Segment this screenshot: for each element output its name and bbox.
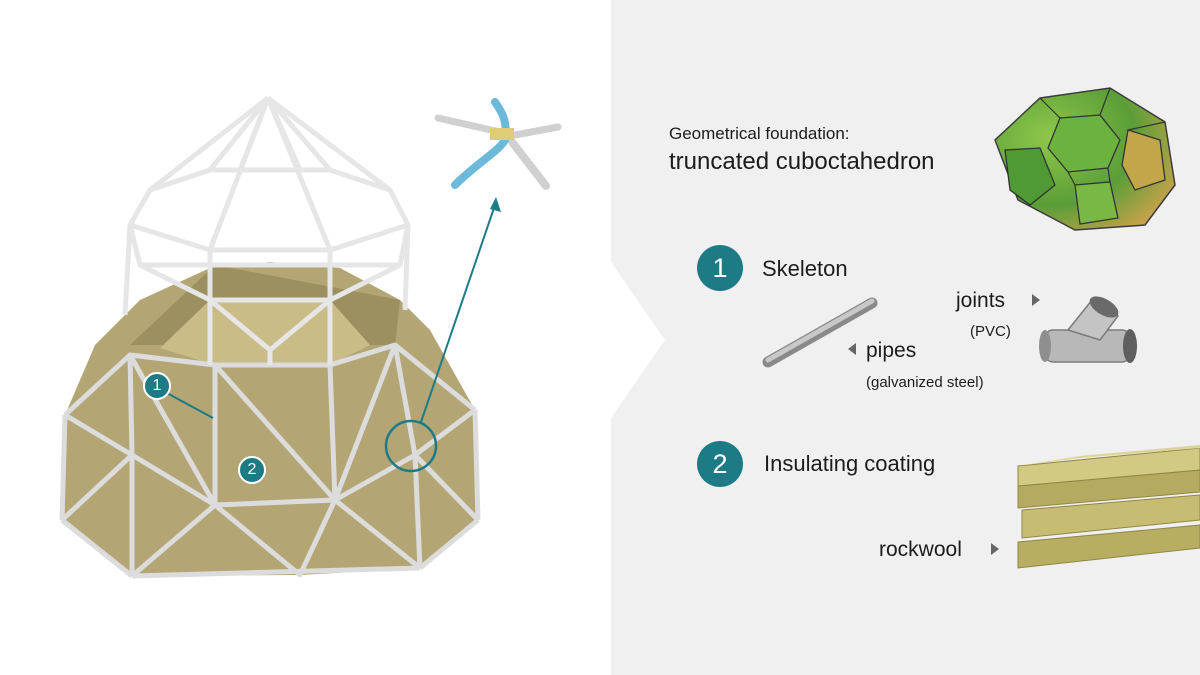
pvc-joint-icon [1039, 296, 1137, 363]
marker-coating: 2 [238, 456, 266, 484]
joints-label: joints [956, 289, 1006, 312]
polyhedron-icon [994, 87, 1176, 231]
foundation-caption: Geometrical foundation: [669, 124, 850, 143]
coating-number-badge: 2 [697, 441, 743, 487]
right-pointer-icon [1032, 294, 1040, 306]
right-pointer-icon [991, 543, 999, 555]
joint-callout-arrow [420, 204, 496, 423]
marker-1-leader [164, 391, 214, 419]
marker-skeleton: 1 [143, 372, 171, 400]
coating-title: Insulating coating [764, 451, 936, 476]
left-pointer-icon [848, 343, 856, 355]
panel-pointer-notch [611, 262, 665, 418]
pipe-icon [762, 297, 878, 368]
skeleton-number-badge: 1 [697, 245, 743, 291]
arrowhead-icon [490, 197, 501, 212]
rockwool-slab-icon [1017, 445, 1200, 569]
pipes-material: (galvanized steel) [866, 374, 984, 391]
foundation-shape-name: truncated cuboctahedron [669, 148, 935, 175]
joints-material: (PVC) [970, 323, 1011, 340]
rockwool-label: rockwool [879, 538, 962, 561]
lower-frame [59, 342, 481, 579]
skeleton-title: Skeleton [762, 256, 848, 281]
upper-frame [122, 96, 411, 365]
pipes-label: pipes [866, 339, 917, 362]
joint-highlight-circle [384, 419, 438, 473]
joint-detail [434, 98, 562, 190]
